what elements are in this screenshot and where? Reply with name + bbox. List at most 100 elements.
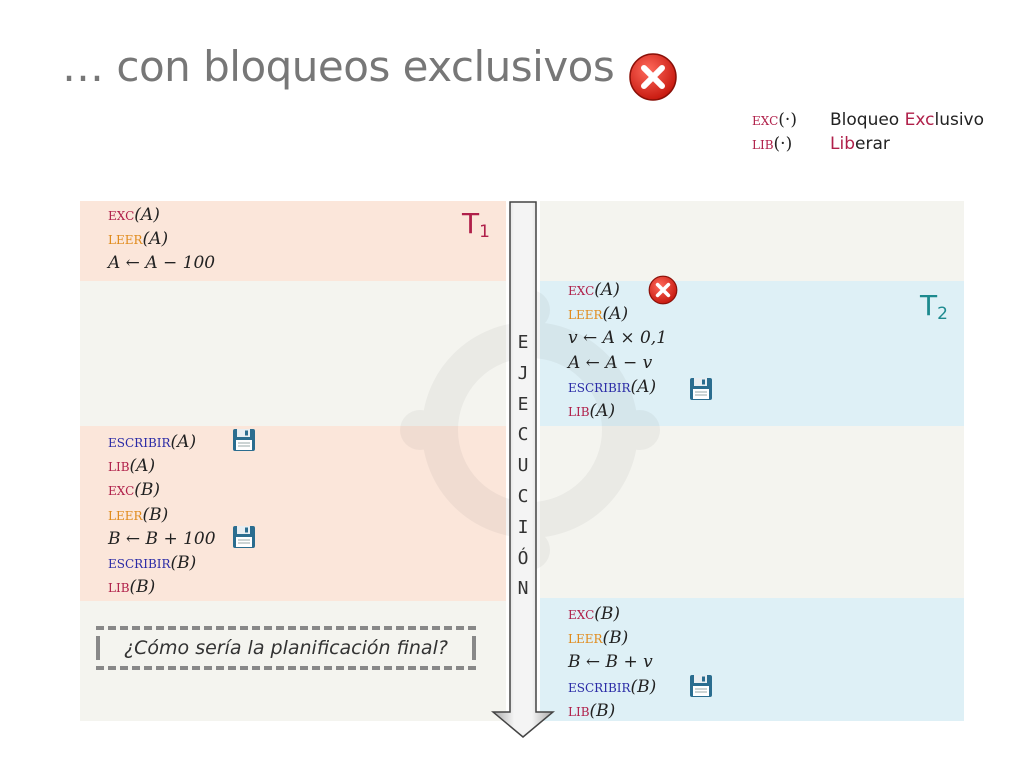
code-line: lib(A) xyxy=(108,454,216,478)
code-expression: (B) xyxy=(630,676,657,697)
code-expression: v ← A × 0,1 xyxy=(568,328,668,349)
legend-desc-highlight: Exc xyxy=(904,110,935,130)
legend-code-lib: lib xyxy=(752,134,774,154)
legend-desc-part: Bloqueo xyxy=(830,110,905,130)
code-expression: B ← B + v xyxy=(568,652,653,673)
code-keyword: exc xyxy=(568,280,595,300)
neutral-band-1-right xyxy=(540,201,964,281)
code-line: escribir(A) xyxy=(108,430,216,454)
code-keyword: escribir xyxy=(108,553,171,574)
save-disk-icon xyxy=(233,429,255,451)
code-line: escribir(B) xyxy=(108,551,216,575)
code-expression: A ← A − v xyxy=(568,352,653,373)
legend: exc(·) Bloqueo Exclusivo lib(·) Liberar xyxy=(752,108,984,156)
code-expression: (B) xyxy=(142,504,169,525)
code-keyword: lib xyxy=(568,700,590,721)
save-disk-icon xyxy=(690,378,712,400)
neutral-band-3-right xyxy=(540,426,964,598)
code-expression: (B) xyxy=(129,577,156,598)
save-disk-icon xyxy=(233,526,255,548)
t1-band-1 xyxy=(80,201,506,281)
execution-letter: C xyxy=(517,424,529,446)
code-line: leer(A) xyxy=(568,302,667,326)
code-line: lib(B) xyxy=(108,575,216,599)
code-expression: (A) xyxy=(134,205,160,225)
code-line: A ← A − v xyxy=(568,351,667,375)
code-line: exc(B) xyxy=(568,602,656,626)
legend-code-exc: exc xyxy=(752,110,779,130)
question-text: ¿Cómo sería la planificación final? xyxy=(124,637,448,659)
code-line: B ← B + 100 xyxy=(108,527,216,551)
code-keyword: lib xyxy=(568,401,590,422)
code-expression: (A) xyxy=(630,376,657,397)
code-expression: (B) xyxy=(170,553,197,574)
code-expression: B ← B + 100 xyxy=(108,528,216,549)
t1-code-block-2: escribir(A)lib(A)exc(B)leer(B)B ← B + 10… xyxy=(108,430,216,599)
execution-letter: E xyxy=(517,393,529,415)
code-expression: (A) xyxy=(602,304,629,325)
code-keyword: exc xyxy=(108,480,135,501)
error-x-icon xyxy=(629,53,677,101)
neutral-band-2-left xyxy=(80,281,506,426)
code-keyword: leer xyxy=(568,304,603,325)
t2-band-2 xyxy=(540,598,964,721)
code-line: leer(A) xyxy=(108,227,215,251)
legend-desc-rest: lusivo xyxy=(934,110,985,130)
code-line: v ← A × 0,1 xyxy=(568,326,667,350)
question-box: ¿Cómo sería la planificación final? xyxy=(96,626,476,670)
t1-band-2 xyxy=(80,426,506,601)
code-line: A ← A − 100 xyxy=(108,251,215,275)
code-line: leer(B) xyxy=(108,503,216,527)
execution-letter: Ó xyxy=(517,547,529,569)
code-expression: (A) xyxy=(129,456,156,477)
code-keyword: leer xyxy=(108,504,143,525)
code-keyword: escribir xyxy=(568,676,631,697)
code-keyword: lib xyxy=(108,577,130,598)
code-line: exc(A) xyxy=(108,203,215,227)
code-keyword: exc xyxy=(108,205,135,225)
code-line: escribir(A) xyxy=(568,375,667,399)
legend-row-lib: lib(·) Liberar xyxy=(752,132,984,156)
code-expression: (A) xyxy=(142,229,169,250)
execution-letter: J xyxy=(517,362,529,384)
code-expression: A ← A − 100 xyxy=(108,253,216,274)
code-line: B ← B + v xyxy=(568,650,656,674)
code-expression: (A) xyxy=(594,280,620,300)
t1-label: T1 xyxy=(462,207,490,242)
code-expression: (A) xyxy=(170,432,197,452)
code-keyword: leer xyxy=(568,628,603,649)
code-keyword: escribir xyxy=(568,376,631,397)
page-title: … con bloqueos exclusivos xyxy=(62,42,615,91)
code-keyword: exc xyxy=(568,604,595,624)
code-line: leer(B) xyxy=(568,626,656,650)
execution-letter: N xyxy=(517,578,529,600)
code-expression: (B) xyxy=(594,604,621,624)
code-expression: (B) xyxy=(589,700,616,721)
execution-letter: E xyxy=(517,332,529,353)
code-line: lib(A) xyxy=(568,399,667,423)
code-line: exc(B) xyxy=(108,478,216,502)
lock-denied-x-icon xyxy=(648,275,678,305)
code-expression: (B) xyxy=(134,480,161,501)
neutral-band-4-left xyxy=(80,601,506,721)
execution-letter: C xyxy=(517,485,529,507)
t2-label: T2 xyxy=(920,289,948,324)
code-keyword: escribir xyxy=(108,432,171,452)
execution-letter: U xyxy=(517,455,529,477)
code-expression: (A) xyxy=(589,401,616,422)
code-keyword: lib xyxy=(108,456,130,477)
legend-desc-highlight: Lib xyxy=(830,134,855,154)
code-expression: (B) xyxy=(602,628,629,649)
legend-code-arg: (·) xyxy=(773,134,793,154)
code-line: escribir(B) xyxy=(568,675,656,699)
code-line: lib(B) xyxy=(568,699,656,723)
legend-code-arg: (·) xyxy=(778,110,797,130)
legend-row-exc: exc(·) Bloqueo Exclusivo xyxy=(752,108,984,132)
t1-code-block-1: exc(A)leer(A)A ← A − 100 xyxy=(108,203,215,276)
execution-arrow xyxy=(491,201,555,738)
code-keyword: leer xyxy=(108,229,143,250)
t2-band-1 xyxy=(540,281,964,426)
